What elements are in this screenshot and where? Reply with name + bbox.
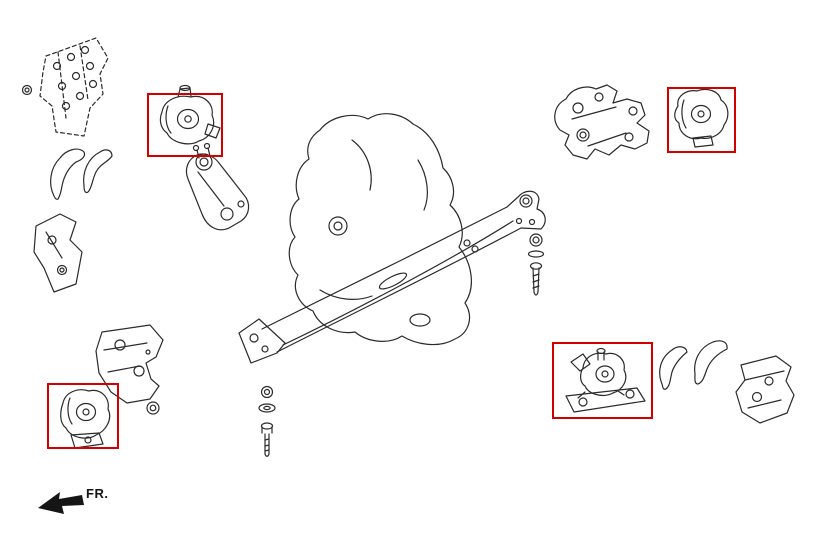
part-left-bracket: [33, 213, 83, 293]
diagram-line-art: [21, 37, 795, 457]
nut-icon: [21, 84, 33, 96]
mount-bushing-bore: [595, 365, 615, 383]
fr-arrow-icon: [38, 492, 84, 514]
part-curved-strap-left: [50, 148, 86, 200]
part-lower-left-bracket: [95, 324, 164, 404]
part-dashed-bracket: [21, 37, 109, 137]
highlight-box-upper-right-mount: [667, 87, 736, 153]
part-engine-block-outline: [288, 113, 472, 346]
highlight-box-lower-left-mount: [47, 383, 119, 449]
highlight-boxes: [47, 87, 736, 449]
part-engine-mount-lower-right: [565, 347, 646, 413]
fr-direction-indicator: FR.: [38, 486, 108, 514]
part-engine-mount-upper-right: [674, 88, 729, 148]
part-triangle-bracket: [185, 153, 250, 231]
part-engine-mount-upper-left: [159, 84, 221, 159]
nut-icon: [529, 233, 543, 247]
part-lower-right-bracket: [735, 355, 795, 424]
part-upper-right-bracket: [554, 84, 650, 160]
bolt-icon: [260, 422, 274, 430]
mount-bushing-bore: [176, 108, 200, 130]
part-engine-mount-lower-left: [60, 389, 111, 449]
bolt-icon: [529, 262, 543, 270]
nut-icon: [260, 385, 274, 399]
part-curved-piece-b: [694, 340, 728, 385]
washer-icon: [527, 250, 545, 258]
part-curved-strap-right: [83, 149, 113, 194]
part-nut-lower-left: [146, 401, 160, 415]
highlight-box-upper-left-mount: [147, 93, 223, 157]
part-curved-piece-a: [659, 346, 688, 390]
part-bolt-stack-center: [258, 385, 276, 457]
washer-icon: [258, 403, 276, 413]
part-crossmember: [238, 190, 546, 364]
part-bolt-stack-right: [527, 233, 545, 296]
mount-bushing-bore: [690, 104, 712, 124]
fr-label: FR.: [86, 486, 108, 501]
mount-bushing-bore: [75, 402, 97, 422]
highlight-box-lower-right-mount: [552, 342, 653, 419]
